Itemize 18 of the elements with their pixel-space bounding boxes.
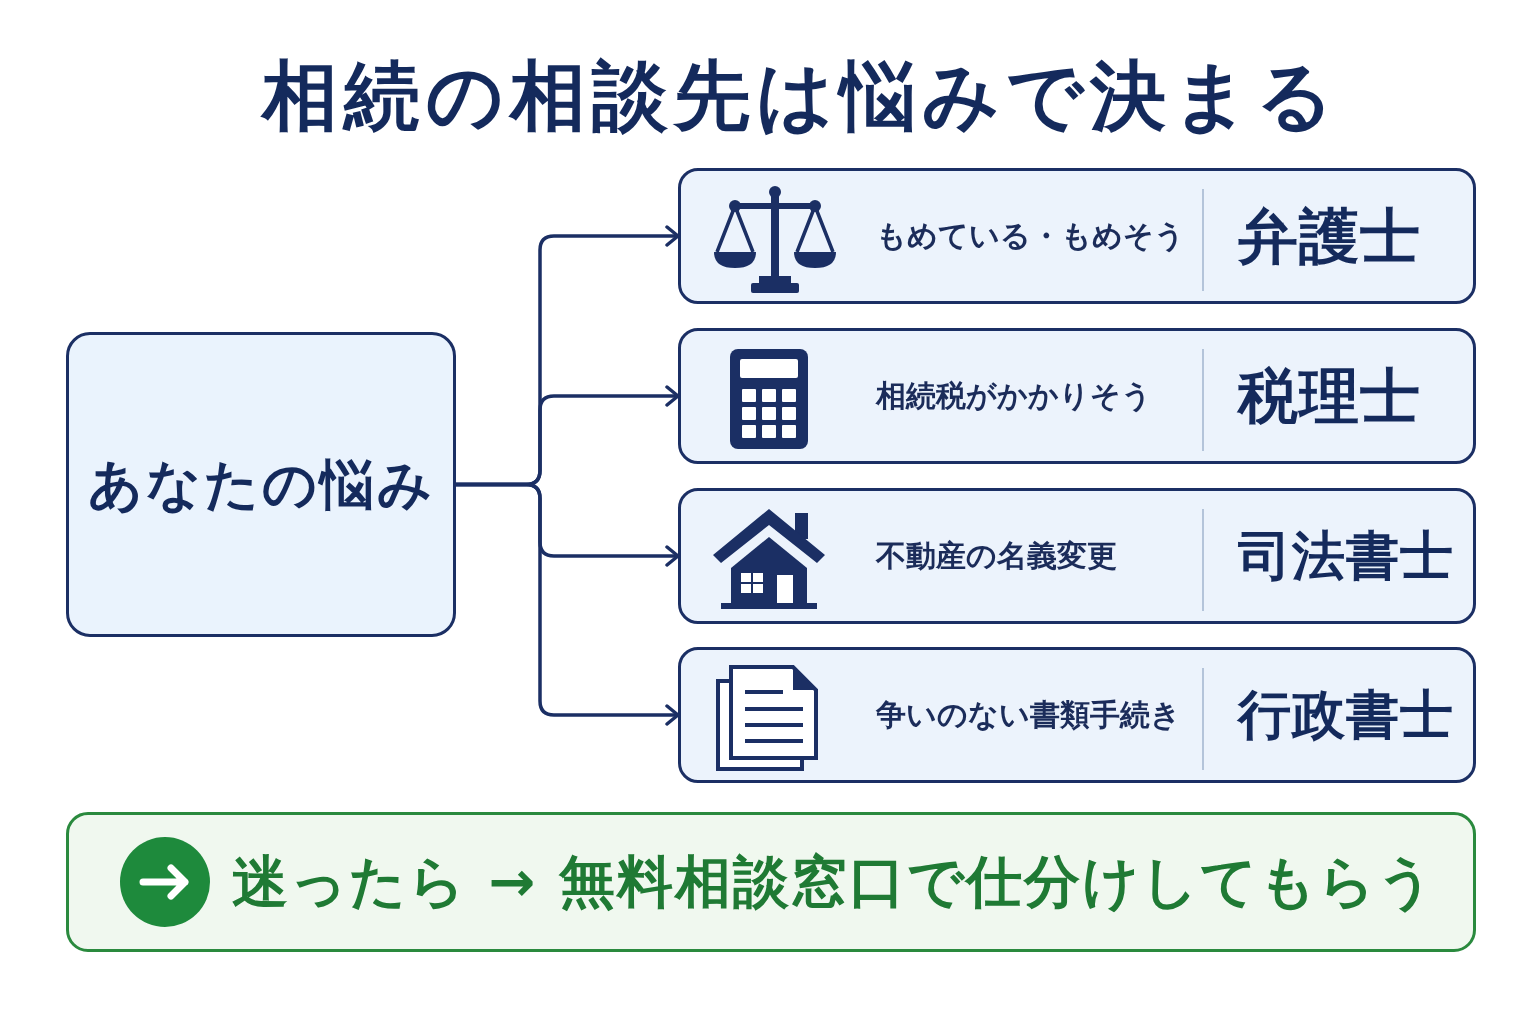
concern-box <box>66 332 456 637</box>
advisor-box <box>678 488 1476 624</box>
concern-text: 相続税がかかりそう <box>876 378 1152 414</box>
advisor-label: 司法書士 <box>1238 525 1454 587</box>
connector-arrow <box>456 482 680 726</box>
advisor-label: 弁護士 <box>1238 201 1421 271</box>
advisor-box <box>678 647 1476 783</box>
advisor-box <box>678 168 1476 304</box>
box-label: あなたの悩み <box>86 453 436 516</box>
concern-text: 不動産の名義変更 <box>876 538 1117 574</box>
concern-text: もめている・もめそう <box>876 218 1185 254</box>
title: 相続の相談先は悩みで決まる <box>262 52 1340 140</box>
advisor-label: 行政書士 <box>1238 684 1454 746</box>
note-banner <box>66 812 1476 952</box>
advisor-label: 税理士 <box>1238 361 1421 431</box>
banner-text: 迷ったら → 無料相談窓口で仕分けしてもらう <box>232 849 1436 915</box>
advisor-box <box>678 328 1476 464</box>
concern-text: 争いのない書類手続き <box>876 697 1181 733</box>
